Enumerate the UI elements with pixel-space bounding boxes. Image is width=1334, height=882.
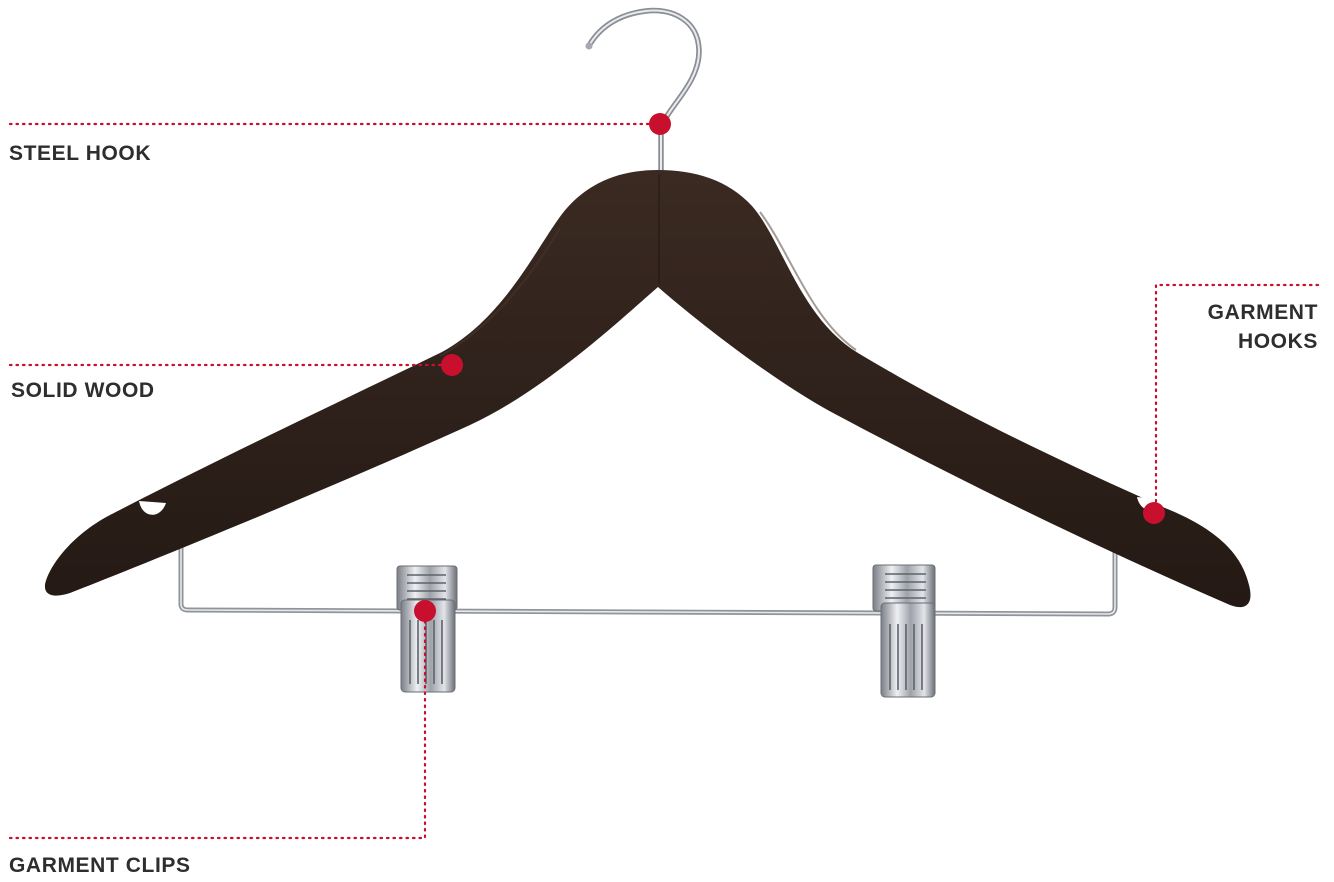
garment-hooks-label-line2: HOOKS <box>1208 327 1318 356</box>
right-clip <box>873 565 935 697</box>
garment-clips-label-text: GARMENT CLIPS <box>9 851 191 880</box>
trouser-bar <box>181 538 1115 614</box>
solid-wood-marker <box>441 354 463 376</box>
garment-hooks-label-line1: GARMENT <box>1208 298 1318 327</box>
garment-hooks-marker <box>1143 502 1165 524</box>
wood-hanger-body <box>45 170 1251 607</box>
garment-clips-marker <box>414 600 436 622</box>
solid-wood-label-text: SOLID WOOD <box>11 376 155 405</box>
steel-hook-label-text: STEEL HOOK <box>9 139 151 168</box>
garment-hooks-label: GARMENT HOOKS <box>1208 298 1318 356</box>
left-clip <box>397 566 457 692</box>
steel-hook <box>586 11 700 176</box>
garment-clips-label: GARMENT CLIPS <box>9 851 191 880</box>
garment-clips-leader <box>10 612 425 838</box>
solid-wood-label: SOLID WOOD <box>11 376 155 405</box>
steel-hook-marker <box>649 113 671 135</box>
steel-hook-label: STEEL HOOK <box>9 139 151 168</box>
